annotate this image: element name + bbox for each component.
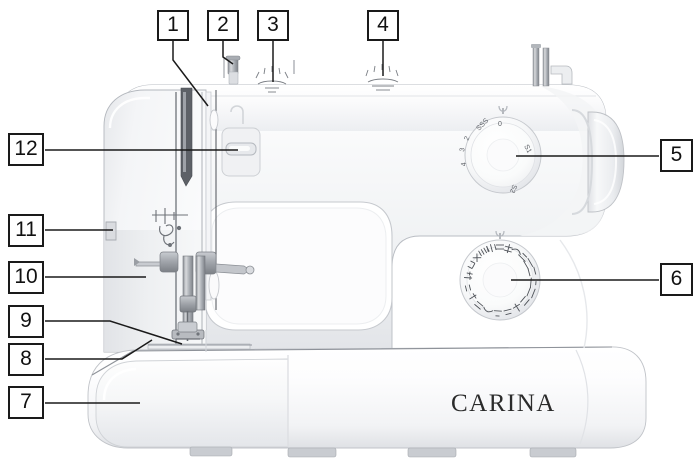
pattern-selector-dial[interactable] [459,239,541,321]
thread-cutter-blade [134,258,140,266]
stitch-length-dial-pointer-cup [498,105,508,112]
presser-bar-housing [159,251,179,273]
callout-box-7[interactable]: 7 [8,386,44,419]
svg-text:4: 4 [461,162,468,167]
thread-cutter [135,261,161,267]
leader-2 [222,41,234,65]
callout-label-8: 8 [20,347,32,370]
body-contour-right [559,239,588,349]
callout-box-8[interactable]: 8 [8,343,44,376]
presser-foot-lifter-knob [245,265,255,275]
callout-box-9[interactable]: 9 [8,305,44,338]
thread-take-up-slot-highlight [183,92,186,172]
stitch-pattern-marks [464,244,537,317]
thread-guide-channel [205,91,212,301]
machine-throat-inner-shade [211,207,387,325]
leader-1 [172,41,209,107]
leader-lines [45,41,659,404]
handwheel[interactable] [587,111,625,213]
callout-box-2[interactable]: 2 [207,10,239,41]
thread-take-up-slot [180,87,193,187]
machine-body: SSS 0 2 3 4 S1 S2 [87,44,647,458]
handwheel-recess [571,109,594,215]
svg-text:3: 3 [459,147,467,152]
machine-bed-top-edge-2 [91,350,134,376]
callout-label-10: 10 [14,265,38,288]
svg-text:S2: S2 [508,183,518,194]
face-plate-latch [105,221,117,241]
callout-label-11: 11 [15,218,37,241]
spool-pin-holder [550,65,573,85]
svg-text:S1: S1 [522,144,532,155]
callout-label-6: 6 [670,267,683,290]
callout-label-9: 9 [20,309,32,332]
callout-box-12[interactable]: 12 [8,133,44,166]
accessory-storage-highlight [102,367,137,401]
callout-box-10[interactable]: 10 [8,261,44,294]
stitch-length-dial[interactable]: SSS 0 2 3 4 S1 S2 [459,116,542,194]
callout-box-6[interactable]: 6 [660,263,693,296]
needle-clamp [179,295,197,313]
callout-box-4[interactable]: 4 [367,10,399,41]
callout-label-2: 2 [217,13,229,36]
machine-bed-top-edge [132,346,613,352]
brand-logo: CARINA [451,390,556,417]
leader-8 [45,339,153,360]
machine-head-edge-highlight [108,96,150,129]
callout-label-5: 5 [670,143,683,166]
leader-9 [45,320,183,345]
callout-box-5[interactable]: 5 [660,139,693,172]
face-plate-hook-icon [230,105,244,124]
machine-feet [189,446,577,458]
machine-right-shading [520,86,606,236]
base-right-seam [575,349,589,445]
svg-text:0: 0 [498,121,502,128]
tension-guide-oval [209,109,219,131]
lower-guide-oval [208,270,220,300]
machine-head-lower-shade [104,230,206,352]
threading-diagram-icon [152,208,188,247]
callout-label-3: 3 [267,13,279,36]
callout-label-7: 7 [20,390,32,413]
callout-box-11[interactable]: 11 [8,214,44,247]
needle-bar [195,255,206,311]
callout-box-1[interactable]: 1 [157,10,189,41]
presser-foot [171,321,205,340]
callout-label-1: 1 [167,13,179,36]
pattern-selector-pointer-cup [495,230,505,237]
callout-label-12: 12 [14,137,38,160]
spool-pin-scale [365,64,399,91]
callout-label-4: 4 [377,13,389,36]
spool-pin [531,44,550,87]
svg-text:2: 2 [463,135,471,142]
bobbin-winder-thread-guide [255,66,289,93]
callout-box-3[interactable]: 3 [257,10,289,41]
